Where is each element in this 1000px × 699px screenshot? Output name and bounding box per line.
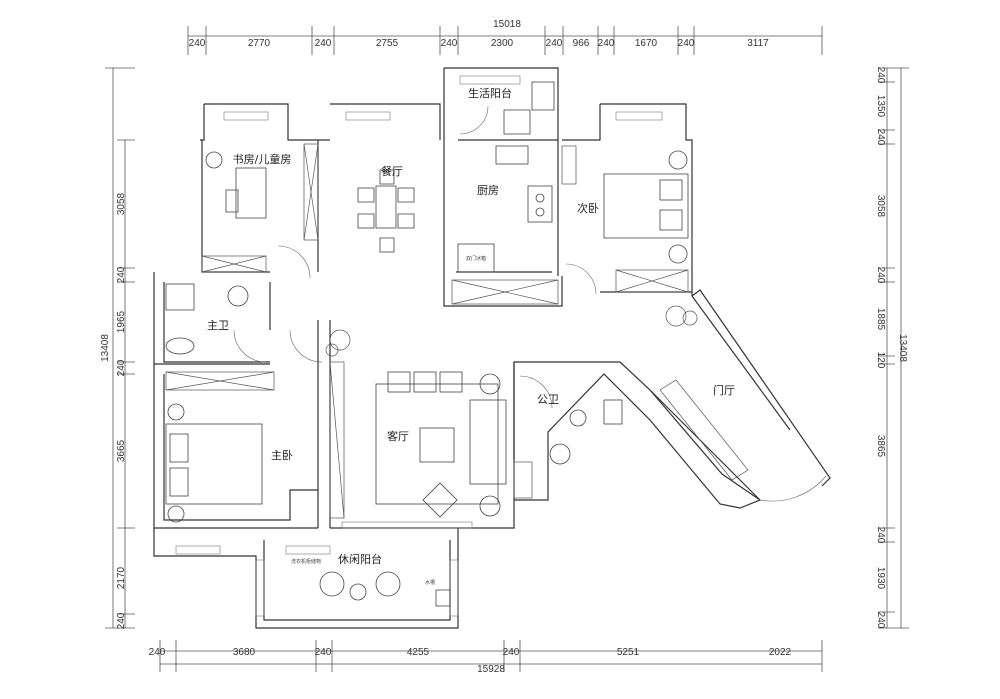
cabinet-label: 洗衣机柜储物 [291, 558, 321, 565]
room-label-public-bath: 公卫 [537, 393, 559, 406]
bottom-total-dim: 15928 [477, 664, 505, 675]
bottom-dim: 240 [315, 647, 332, 658]
top-dim: 2300 [491, 38, 514, 49]
bottom-dim: 2022 [769, 647, 792, 658]
right-dim: 240 [875, 129, 886, 146]
top-total-dim: 15018 [493, 19, 521, 30]
room-label-study: 书房/儿童房 [233, 152, 292, 166]
top-dim: 3117 [747, 38, 769, 49]
top-dim: 1670 [635, 38, 658, 49]
left-dim: 240 [116, 266, 127, 283]
top-dim: 966 [573, 38, 590, 49]
bottom-dim: 3680 [233, 647, 256, 658]
top-dim: 240 [678, 38, 695, 49]
walls [153, 67, 831, 629]
door-swings [233, 105, 827, 502]
top-dim: 240 [598, 38, 615, 49]
top-dim: 240 [189, 38, 206, 49]
room-label-dining: 餐厅 [381, 164, 403, 178]
bottom-dim: 4255 [407, 647, 430, 658]
top-dim: 240 [315, 38, 332, 49]
top-dim: 2755 [376, 38, 399, 49]
right-dim: 240 [875, 67, 886, 84]
right-dim: 3058 [875, 195, 886, 218]
top-dim: 240 [441, 38, 458, 49]
room-label-master-bath: 主卫 [207, 319, 229, 332]
room-label-utility-balcony: 生活阳台 [468, 86, 512, 100]
top-dim: 240 [546, 38, 563, 49]
room-label-master-bedroom: 主卧 [271, 449, 293, 462]
right-total-dim: 13408 [897, 334, 908, 362]
right-dim: 1885 [875, 308, 886, 331]
bottom-dim: 240 [503, 647, 520, 658]
bottom-dim: 5251 [617, 647, 640, 658]
left-dim: 240 [116, 359, 127, 376]
right-dim: 240 [875, 612, 886, 629]
right-dim: 120 [875, 352, 886, 369]
furniture [165, 81, 689, 607]
left-dim: 3665 [116, 439, 127, 462]
left-dim: 240 [116, 612, 127, 629]
room-label-kitchen: 厨房 [477, 184, 499, 197]
plants [325, 305, 698, 357]
right-dim: 240 [875, 267, 886, 284]
top-dim: 2770 [248, 38, 271, 49]
windows [175, 75, 663, 617]
right-dim: 240 [875, 527, 886, 544]
room-label-leisure-balcony: 休闲阳台 [338, 552, 382, 566]
left-total-dim: 13408 [100, 334, 111, 362]
room-label-second-bedroom: 次卧 [577, 201, 599, 215]
cabinet-label: 水槽 [425, 579, 435, 586]
dimension-lines [105, 26, 909, 672]
room-label-foyer: 门厅 [713, 383, 735, 397]
left-dim: 3058 [116, 192, 127, 215]
bottom-dim: 240 [149, 647, 166, 658]
wardrobes [165, 143, 749, 519]
cabinet-label: 双门冰箱 [466, 255, 486, 262]
right-dim: 1350 [875, 95, 886, 118]
right-dim: 1930 [875, 567, 886, 590]
room-label-living: 客厅 [387, 429, 409, 443]
left-dim: 1965 [116, 310, 127, 333]
left-dim: 2170 [116, 566, 127, 589]
right-dim: 3865 [875, 435, 886, 458]
